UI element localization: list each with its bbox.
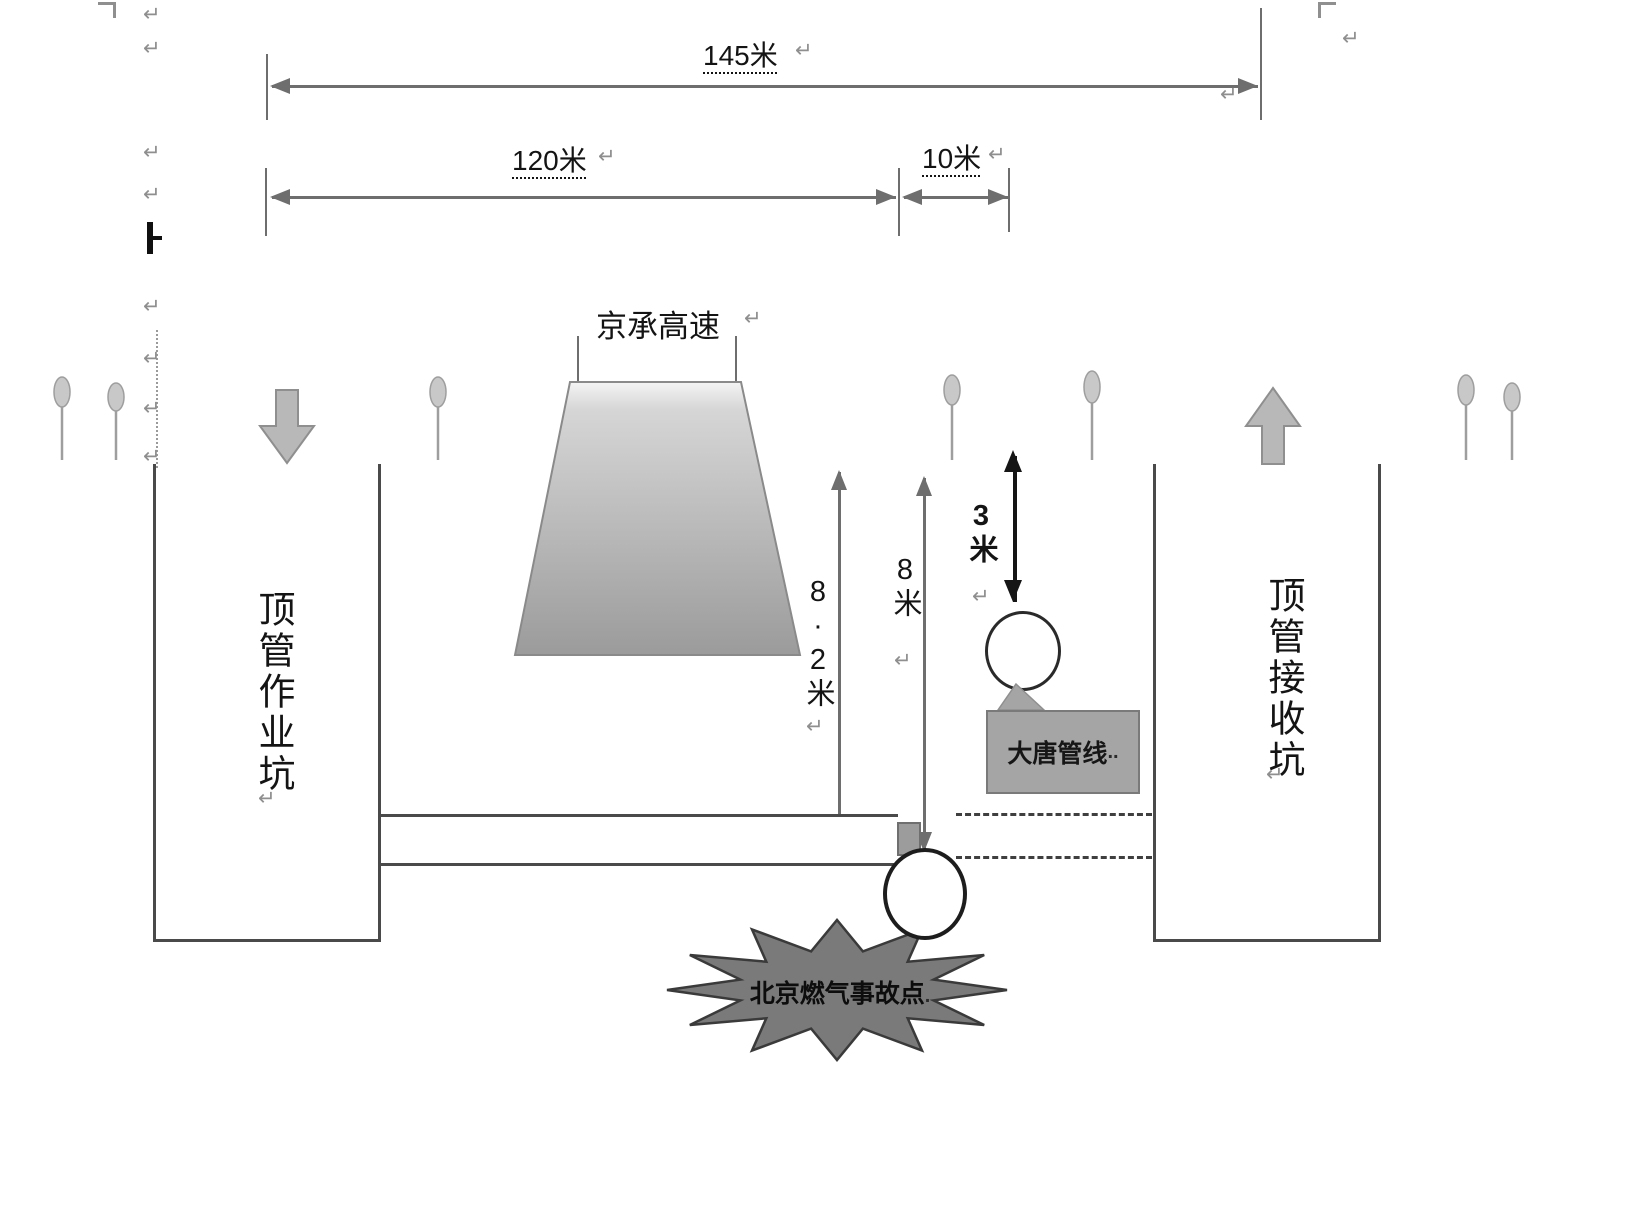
pilcrow-icon: ↵ — [143, 37, 161, 60]
arrowhead-right-icon — [1238, 78, 1258, 94]
pilcrow-icon: ↵ — [143, 141, 161, 164]
pilcrow-icon: ↵ — [1266, 763, 1284, 786]
projected-pipe-top-dash — [956, 813, 1152, 816]
pilcrow-icon: ↵ — [988, 143, 1006, 166]
tree-icon — [53, 376, 71, 460]
pilcrow-icon: ↵ — [143, 445, 161, 468]
pilcrow-icon: ↵ — [143, 295, 161, 318]
dimension-8m-line — [923, 478, 926, 852]
dimension-3m-line — [1013, 456, 1017, 602]
extension-line — [266, 54, 268, 120]
tree-icon — [943, 374, 961, 460]
dimension-120m-line — [272, 196, 896, 199]
projected-pipe-bottom-dash — [956, 856, 1152, 859]
accident-point-label: 北京燃气事故点. — [695, 974, 985, 1010]
tree-icon — [1503, 382, 1521, 460]
highway-label: 京承高速 — [596, 309, 720, 344]
work-pit-floor — [153, 939, 381, 942]
margin-bracket-icon — [98, 2, 116, 18]
jacking-pipe — [381, 814, 898, 866]
receive-pit-floor — [1153, 939, 1381, 942]
text-cursor — [147, 222, 153, 254]
tree-icon — [107, 382, 125, 460]
receive-pit-outer-wall — [1378, 464, 1381, 942]
extension-line — [1008, 168, 1010, 232]
accident-point-text: 北京燃气事故点 — [749, 980, 925, 1008]
dimension-120m-label: 120米 — [512, 145, 587, 176]
receive-pit-label: 顶管接收坑 — [1263, 576, 1304, 781]
dimension-3m-label: 3米 — [965, 500, 997, 565]
label-dots: .. — [1107, 740, 1119, 763]
arrowhead-left-icon — [270, 78, 290, 94]
label-dot: . — [924, 985, 931, 1007]
highway-embankment — [513, 381, 802, 656]
margin-bracket-icon — [1318, 2, 1336, 18]
pilcrow-icon: ↵ — [143, 397, 161, 420]
up-block-arrow-icon — [1244, 386, 1302, 465]
extension-line — [265, 168, 267, 236]
extension-line — [1260, 8, 1262, 120]
pilcrow-icon: ↵ — [143, 3, 161, 26]
datang-pipeline-label: 大唐管线 — [1007, 740, 1108, 768]
pilcrow-icon: ↵ — [258, 787, 276, 810]
tree-icon — [1457, 374, 1475, 460]
arrowhead-right-icon — [988, 189, 1008, 205]
down-block-arrow-icon — [258, 389, 316, 465]
leader-line — [577, 336, 579, 382]
work-pit-outer-wall — [153, 464, 156, 942]
receive-pit-inner-wall — [1153, 464, 1156, 942]
pilcrow-icon: ↵ — [143, 183, 161, 206]
work-pit-label: 顶管作业坑 — [253, 590, 294, 795]
dimension-10m-label: 10米 — [922, 143, 982, 174]
tree-icon — [429, 376, 447, 460]
pilcrow-icon: ↵ — [806, 715, 824, 738]
pilcrow-icon: ↵ — [972, 585, 990, 608]
pilcrow-icon: ↵ — [143, 347, 161, 370]
datang-pipeline-callout: 大唐管线.. — [986, 710, 1140, 794]
pilcrow-icon: ↵ — [598, 145, 616, 168]
dimension-8m-label: 8米 — [889, 554, 921, 619]
pilcrow-icon: ↵ — [1342, 27, 1360, 50]
arrowhead-right-icon — [876, 189, 896, 205]
text-cursor-stub — [153, 236, 162, 240]
extension-line — [898, 168, 900, 236]
dimension-10m-line — [904, 196, 1008, 199]
margin-dotted-line — [156, 330, 158, 468]
work-pit-inner-wall — [378, 464, 381, 942]
dimension-8-2m-label: 8·2米 — [802, 576, 834, 709]
tree-icon — [1083, 370, 1101, 460]
arrowhead-left-icon — [270, 189, 290, 205]
dimension-145m-line — [272, 85, 1258, 88]
dimension-8-2m-line — [838, 472, 841, 858]
arrowhead-left-icon — [902, 189, 922, 205]
pilcrow-icon: ↵ — [894, 649, 912, 672]
pilcrow-icon: ↵ — [795, 39, 813, 62]
pilcrow-icon: ↵ — [1220, 83, 1238, 106]
pilcrow-icon: ↵ — [744, 307, 762, 330]
dimension-145m-label: 145米 — [703, 40, 778, 71]
gas-pipeline-circle — [883, 848, 967, 940]
datang-pipeline-circle — [985, 611, 1061, 691]
leader-line — [735, 336, 737, 382]
callout-pointer — [996, 682, 1046, 711]
